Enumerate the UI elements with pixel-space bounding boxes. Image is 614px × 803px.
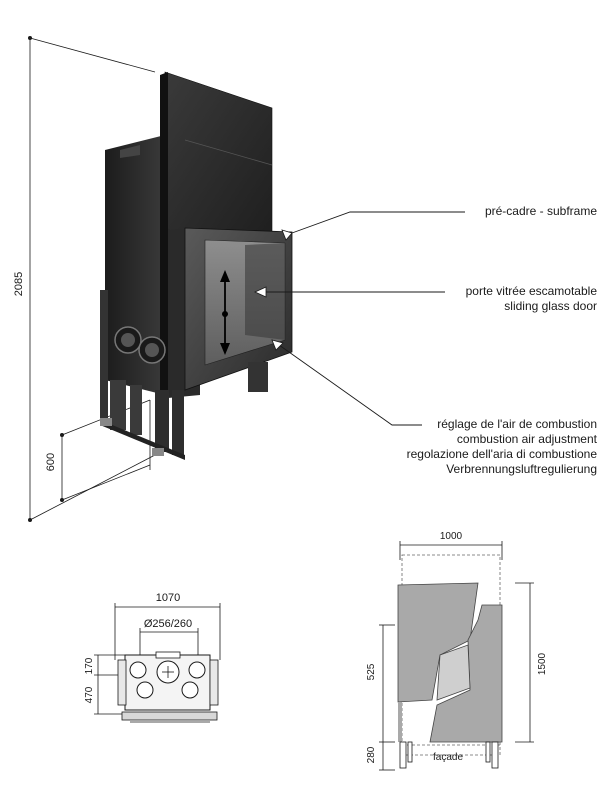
wall-panel-right <box>429 604 503 743</box>
stand-leg <box>100 290 108 420</box>
callout-leaders <box>255 211 465 426</box>
dim-front-width: 1000 <box>439 531 463 542</box>
top-view <box>94 603 221 723</box>
callout-air-line: Verbrennungsluftregulierung <box>446 462 597 476</box>
dim-front-525: 525 <box>366 663 377 681</box>
callout-air-line: réglage de l'air de combustion <box>437 417 597 431</box>
front-view <box>379 541 534 771</box>
callout-door-line: sliding glass door <box>504 299 597 313</box>
dim-height-base: 600 <box>45 452 57 472</box>
callout-air-line: combustion air adjustment <box>456 432 597 446</box>
dim-ducts: Ø256/260 <box>143 618 193 630</box>
callout-door-line: porte vitrée escamotable <box>465 284 597 298</box>
callout-air: réglage de l'air de combustion combustio… <box>380 417 597 477</box>
facade-label: façade <box>432 752 464 763</box>
top-panel <box>164 71 273 236</box>
dim-top-170: 170 <box>84 657 95 675</box>
dim-dot <box>60 498 64 502</box>
dim-width-top: 1070 <box>155 592 181 604</box>
dim-dot <box>28 518 32 522</box>
dim-top-470: 470 <box>84 686 95 704</box>
side-rail <box>160 72 168 398</box>
callout-subframe: pré-cadre - subframe <box>380 204 597 219</box>
duct-openings <box>129 660 206 699</box>
callout-subframe-text: pré-cadre - subframe <box>484 204 597 218</box>
dim-front-280: 280 <box>366 746 377 764</box>
callout-air-line: regolazione dell'aria di combustione <box>406 447 597 461</box>
fireplace-illustration <box>100 71 293 460</box>
dim-front-height: 1500 <box>537 652 548 676</box>
dim-height-total: 2085 <box>13 271 25 297</box>
dim-dot <box>28 36 32 40</box>
callout-door: porte vitrée escamotable sliding glass d… <box>380 284 597 314</box>
dim-dot <box>60 433 64 437</box>
